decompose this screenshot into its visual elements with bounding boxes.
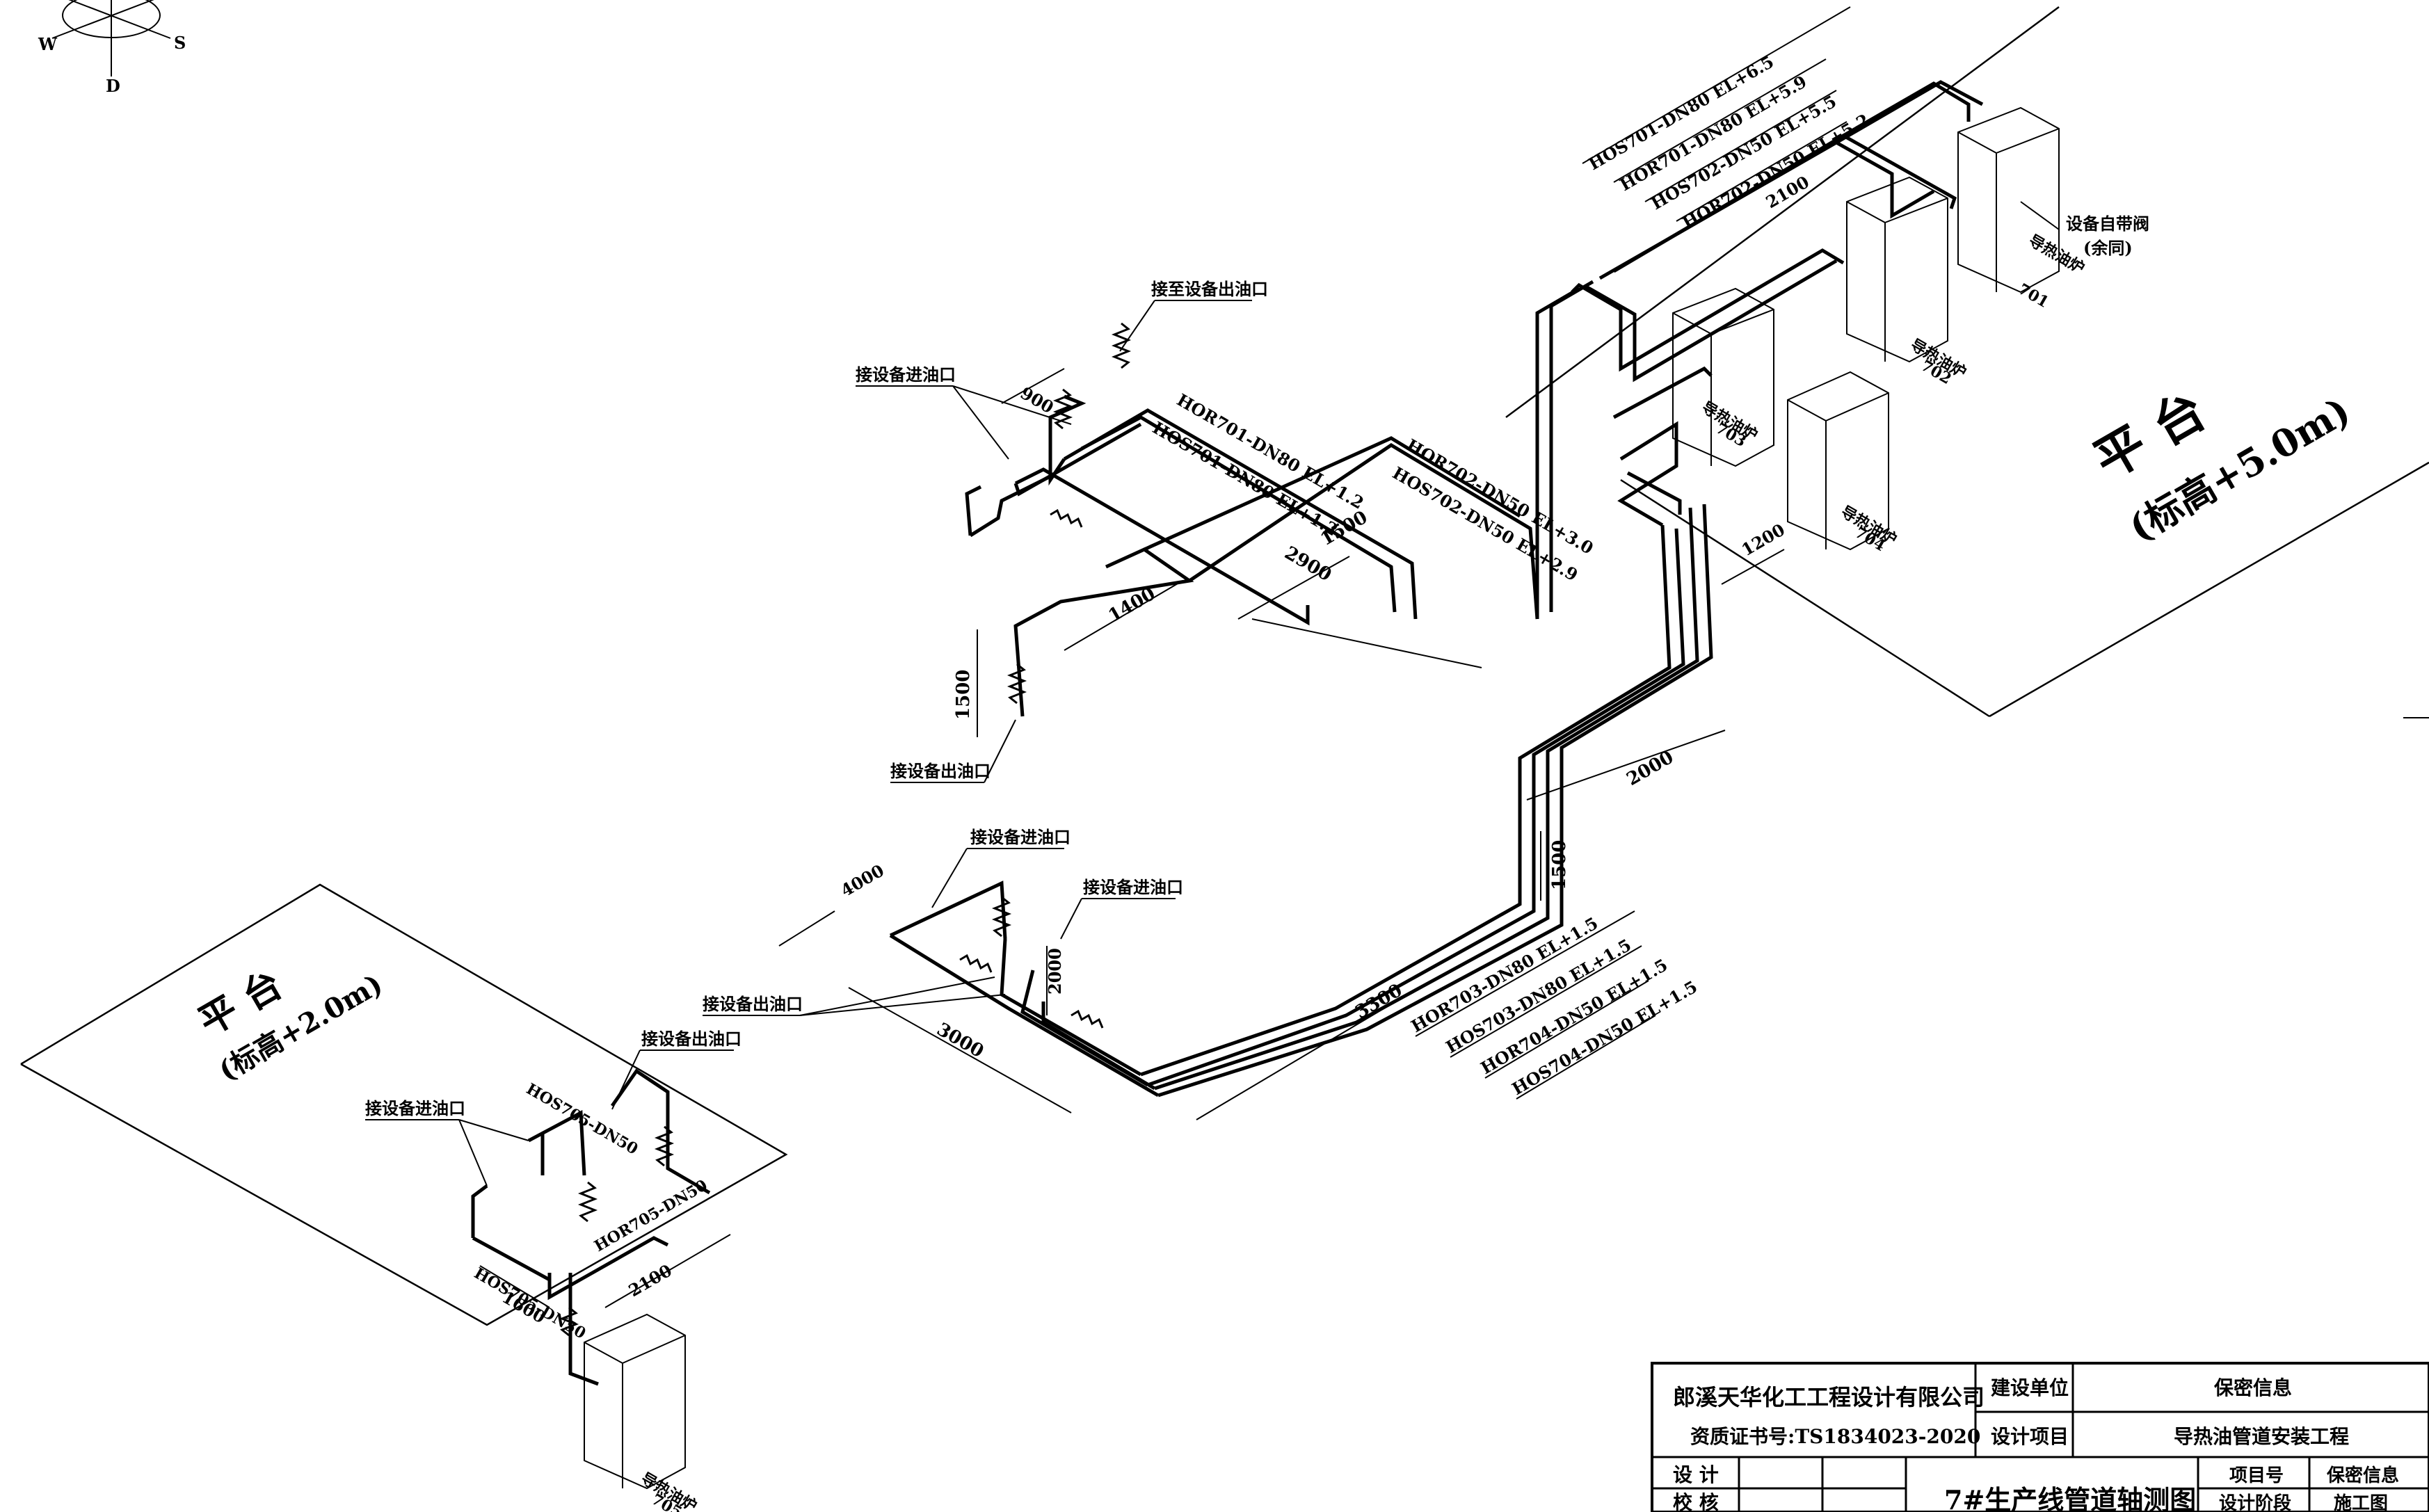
equipment-702: 导热油炉 702: [1846, 176, 1969, 388]
tb-drawing-title: 7#生产线管道轴测图: [1944, 1484, 2196, 1512]
label-valve-note-1: 设备自带阀: [2066, 214, 2149, 234]
tb-design-label: 设 计: [1673, 1463, 1719, 1486]
dim-2000-vert: 2000: [1045, 948, 1065, 995]
equipment-701: 导热油炉 701: [1957, 106, 2087, 312]
tb-item-no-value: 保密信息: [2326, 1465, 2399, 1486]
tb-check-label: 校 核: [1673, 1491, 1719, 1512]
dim-2000-diag: 2000: [1624, 747, 1678, 790]
dim-3300: 3300: [1352, 980, 1406, 1023]
dim-1200: 1200: [1738, 520, 1788, 561]
label-inlet-top-left: 接设备进油口: [856, 364, 956, 385]
label-valve-note-2: (余同): [2083, 238, 2133, 258]
equipment-705: 导热油炉 705: [584, 1313, 700, 1512]
label-inlet-mid-2: 接设备进油口: [1083, 877, 1183, 897]
label-outlet-mid: 接设备出油口: [703, 994, 803, 1014]
tb-client-label: 建设单位: [1991, 1376, 2069, 1399]
tb-project-label: 设计项目: [1991, 1425, 2069, 1448]
tb-stage-label: 设计阶段: [2219, 1493, 2291, 1512]
pipe-network: [471, 80, 1984, 1386]
compass: W S D: [38, 0, 186, 96]
equipment-701-tag: 701: [2015, 280, 2052, 312]
title-block: 郎溪天华化工工程设计有限公司 资质证书号:TS1834023-2020 建设单位…: [1651, 1362, 2429, 1512]
dim-900: 900: [1017, 383, 1057, 417]
tb-project-value: 导热油管道安装工程: [2174, 1425, 2349, 1448]
label-outlet-top-left: 接设备出油口: [890, 761, 991, 781]
dim-1500-right: 1500: [1549, 840, 1570, 890]
label-outlet-bottom: 接设备出油口: [641, 1029, 741, 1049]
tag-hor705: HOR705-DN50: [591, 1176, 711, 1255]
tb-item-no-label: 项目号: [2229, 1465, 2284, 1486]
tb-license: 资质证书号:TS1834023-2020: [1690, 1425, 1980, 1448]
pipe-tags-top-right: HOS701-DN80 EL+6.5 HOR701-DN80 EL+5.9 HO…: [1582, 6, 1873, 233]
tb-stage-value: 施工图: [2334, 1493, 2388, 1512]
tb-client-value: 保密信息: [2214, 1376, 2292, 1399]
compass-d: D: [106, 76, 120, 96]
dimensions: 900 2900 1500 1400 1500 1200 2000 1500 3…: [479, 368, 1788, 1328]
dim-2100-bottom: 2100: [625, 1260, 675, 1301]
dim-3000: 3000: [933, 1019, 988, 1062]
compass-w: W: [38, 34, 58, 54]
equipment-701-name: 导热油炉: [2026, 232, 2087, 278]
dim-4000: 4000: [837, 860, 888, 901]
label-inlet-bottom: 接设备进油口: [365, 1098, 465, 1118]
equipment-704: 导热油炉 704: [1787, 371, 1900, 555]
dim-1500-vert: 1500: [953, 670, 974, 720]
flex-hose-symbols: [559, 322, 1132, 1337]
label-inlet-mid-1: 接设备进油口: [970, 827, 1071, 847]
label-outlet-to-equipment: 接至设备出油口: [1151, 279, 1268, 299]
annotations: 接至设备出油口 接设备进油口 接设备出油口 接设备进油口 接设备进油口 接设备出…: [365, 201, 2149, 1187]
pipe-tags-bottom-right: HOR703-DN80 EL+1.5 HOS703-DN80 EL+1.5 HO…: [1408, 910, 1701, 1100]
compass-s: S: [174, 33, 186, 53]
tb-company: 郎溪天华化工工程设计有限公司: [1673, 1384, 1985, 1410]
